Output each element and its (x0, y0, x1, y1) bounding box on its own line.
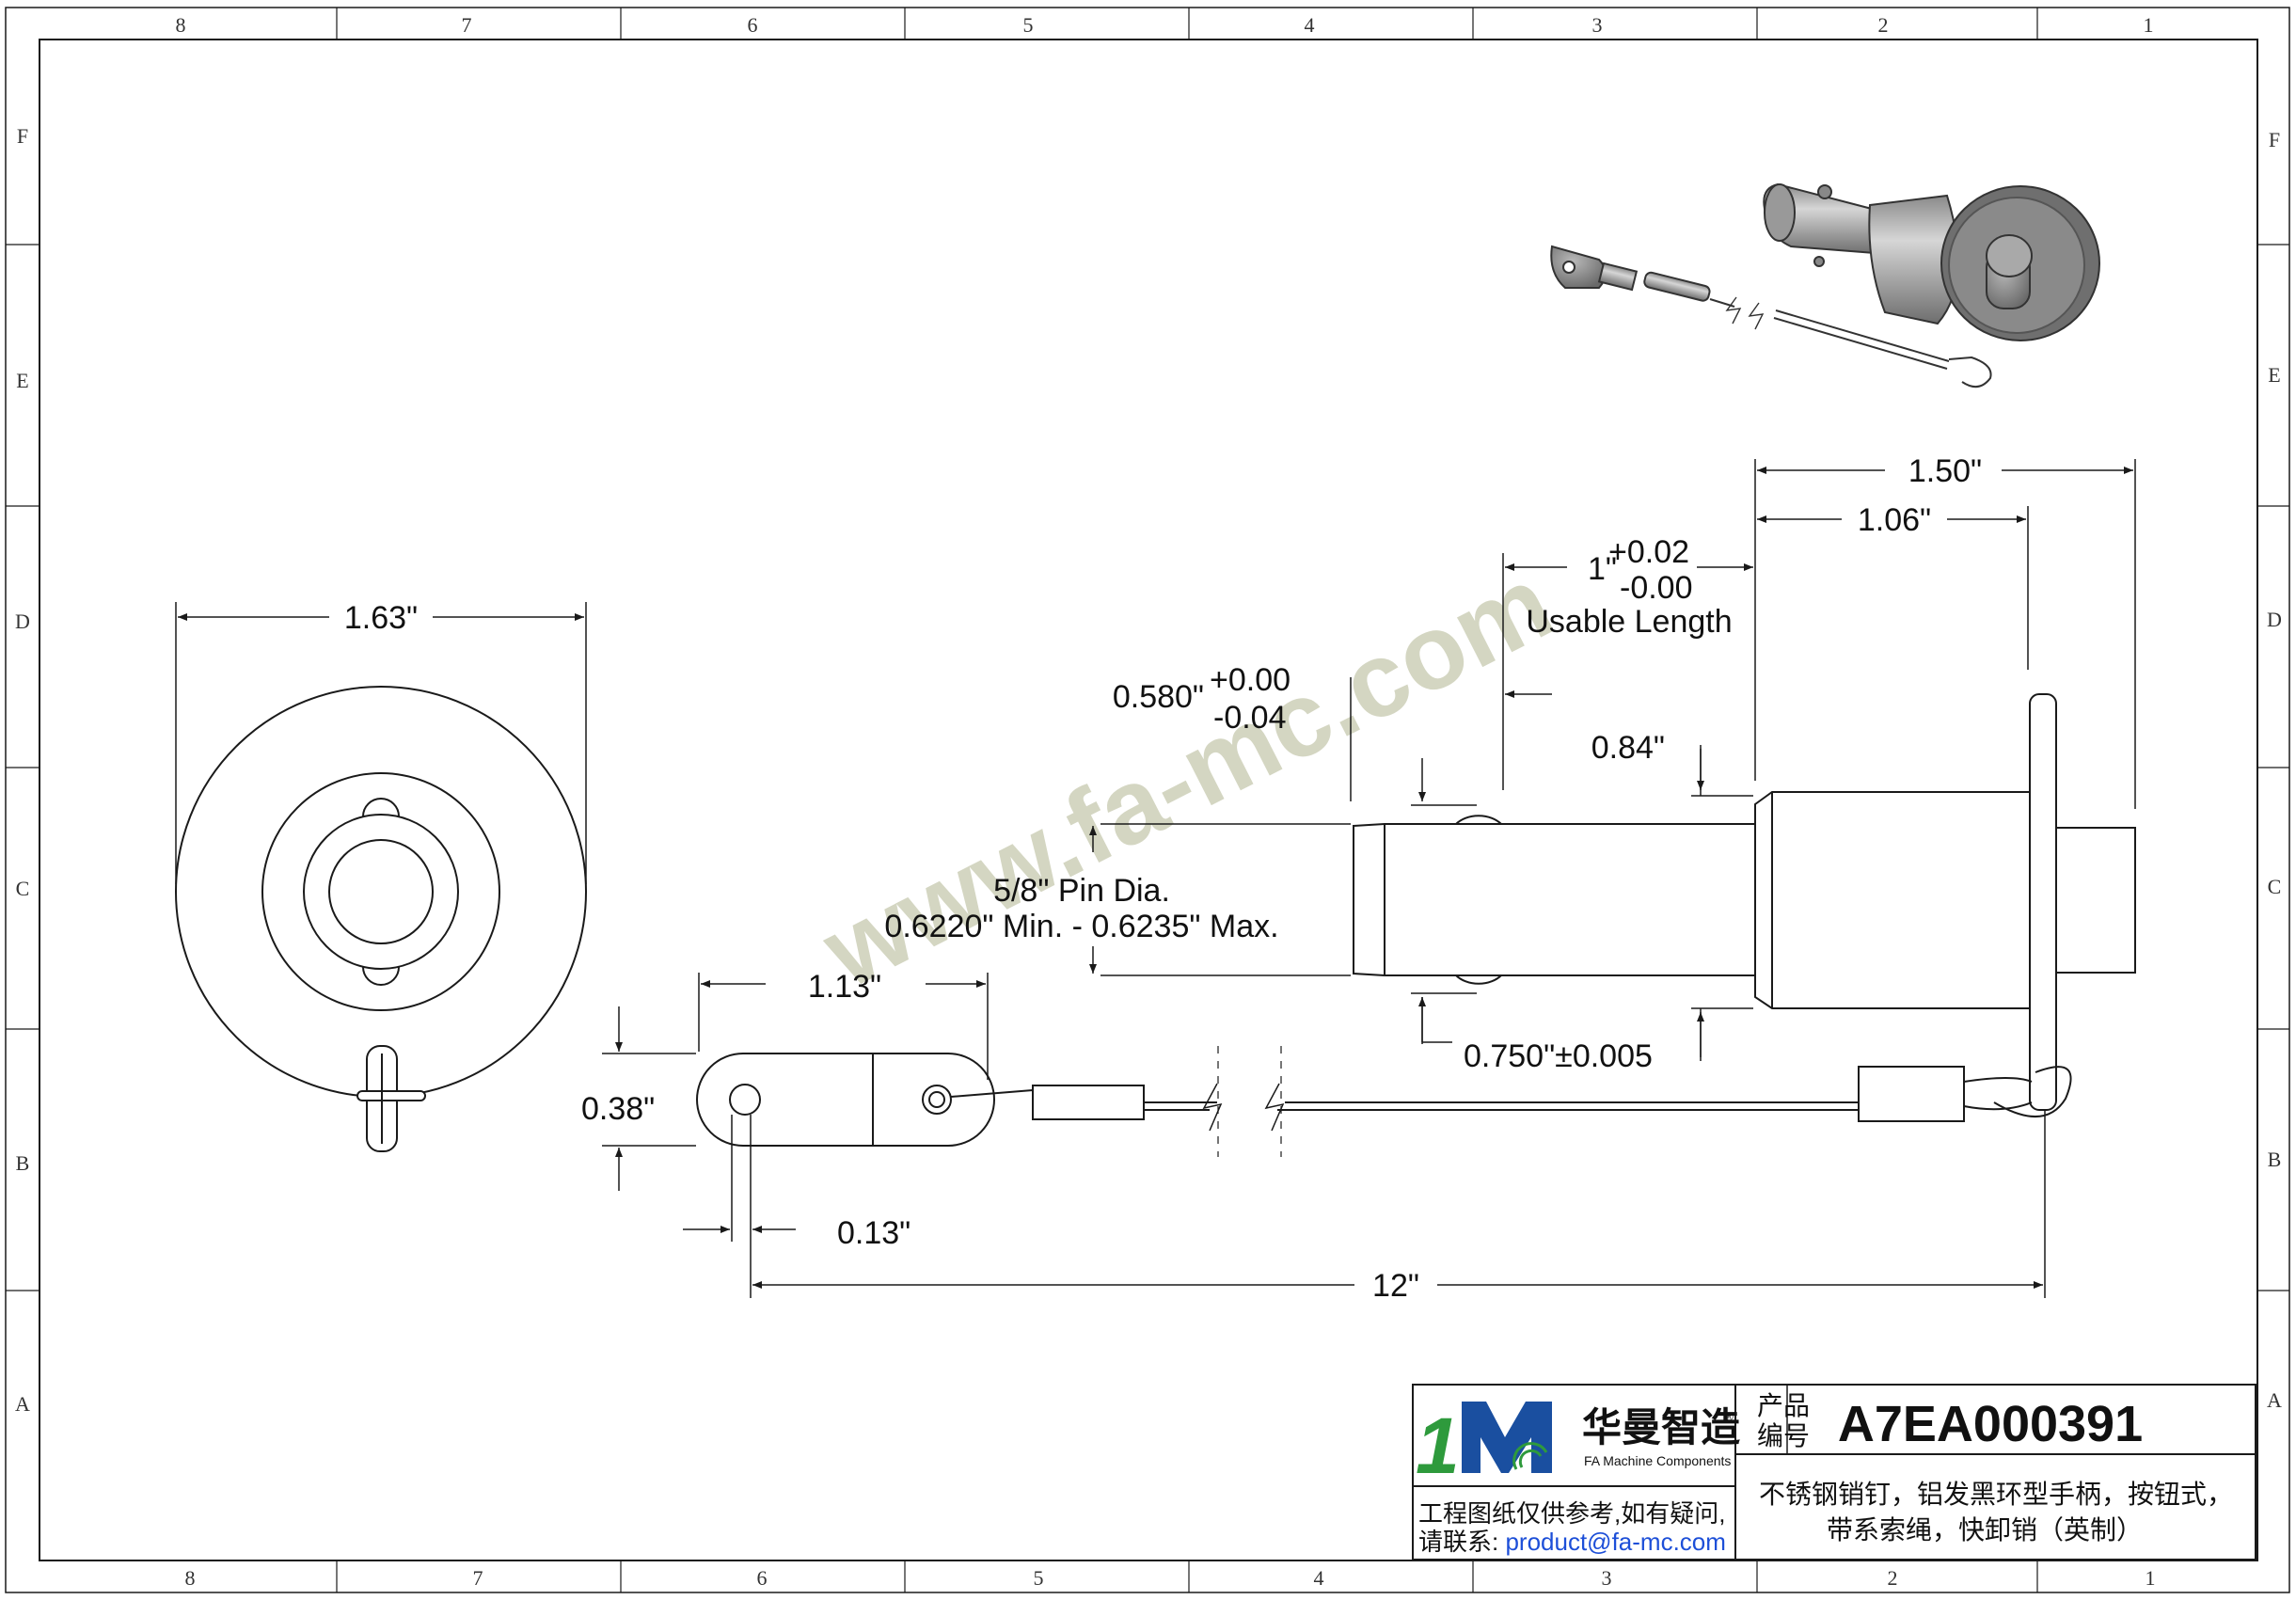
label-pin-dia-line1: 5/8" Pin Dia. (993, 873, 1170, 909)
registered-mark: ® (1725, 1410, 1734, 1423)
zone-row-left-F: F (17, 124, 28, 148)
zone-col-top-7: 7 (462, 13, 472, 37)
dim-lines-tab (602, 973, 2046, 1298)
notice-line-1: 工程图纸仅供参考,如有疑问, (1418, 1499, 1725, 1528)
label-usable-length-value: 1" (1588, 551, 1617, 587)
notice-contact-prefix: 请联系: (1418, 1528, 1505, 1556)
label-usable-length: Usable Length (1526, 604, 1732, 640)
zone-labels: 8 7 6 5 4 3 2 1 8 7 6 5 4 3 2 1 F E D C … (15, 13, 2282, 1590)
description-line-2: 带系索绳，快卸销（英制） (1827, 1515, 2143, 1545)
label-pin-dia-line2: 0.6220" Min. - 0.6235" Max. (884, 909, 1278, 944)
zone-col-top-2: 2 (1878, 13, 1889, 37)
dim-flange-dia (175, 602, 587, 884)
label-tab-length: 1.13" (808, 969, 881, 1005)
zone-row-right-A: A (2267, 1388, 2282, 1412)
detent-ball-top (1455, 815, 1502, 825)
crimp-ferrule-left (1032, 1085, 1145, 1120)
label-ball-dia: 0.750"±0.005 (1464, 1038, 1653, 1074)
zone-row-right-D: D (2267, 608, 2282, 631)
label-usable-tol-minus: -0.00 (1620, 570, 1693, 606)
zone-col-bottom-3: 3 (1602, 1566, 1612, 1590)
zone-col-top-8: 8 (176, 13, 186, 37)
cable-loop (1993, 1066, 2072, 1117)
zone-col-top-6: 6 (748, 13, 758, 37)
zone-col-bottom-1: 1 (2146, 1566, 2156, 1590)
pin-body (303, 814, 459, 970)
zone-col-top-5: 5 (1023, 13, 1034, 37)
zone-row-left-A: A (15, 1392, 30, 1416)
zone-row-right-C: C (2268, 875, 2282, 898)
zone-row-right-B: B (2268, 1148, 2282, 1171)
flange-outline (175, 686, 587, 1098)
zone-col-top-3: 3 (1592, 13, 1603, 37)
zone-row-right-F: F (2269, 128, 2280, 151)
zone-col-top-4: 4 (1305, 13, 1315, 37)
brand-name-cn: 华曼智造 (1582, 1405, 1740, 1450)
label-overall-length: 1.50" (1908, 453, 1982, 489)
zone-col-bottom-8: 8 (185, 1566, 196, 1590)
isometric-render (1550, 182, 2100, 388)
zone-row-left-D: D (15, 610, 30, 633)
flange-side (2029, 693, 2057, 1111)
dim-lines-top (1089, 459, 2136, 1061)
zone-col-top-1: 1 (2144, 13, 2154, 37)
zone-col-bottom-6: 6 (757, 1566, 768, 1590)
zone-row-right-E: E (2268, 363, 2280, 387)
drawing-frame (5, 7, 2290, 1593)
logo-mark-digit: 1 (1416, 1402, 1460, 1490)
lanyard-clip-end (356, 1045, 426, 1152)
company-logo: 1 华曼智造 ® FA Machine Components (1416, 1402, 1740, 1490)
label-groove-dia-value: 0.580" (1113, 679, 1204, 715)
zone-row-left-B: B (16, 1151, 30, 1175)
zone-col-bottom-4: 4 (1314, 1566, 1324, 1590)
product-number: A7EA000391 (1838, 1396, 2143, 1452)
lanyard-tab (696, 1053, 995, 1147)
label-lanyard-length: 12" (1372, 1268, 1419, 1304)
push-button (328, 839, 434, 944)
product-no-label-2: 编号 (1757, 1421, 1810, 1450)
product-no-label-1: 产品 (1757, 1391, 1810, 1420)
label-handle-length: 1.06" (1858, 502, 1931, 538)
label-tab-width: 0.38" (581, 1091, 655, 1127)
label-hole-dia: 0.13" (837, 1215, 910, 1251)
handle-body (1754, 791, 2031, 1009)
zone-col-bottom-2: 2 (1888, 1566, 1898, 1590)
button-side (2055, 827, 2136, 974)
zone-col-bottom-5: 5 (1034, 1566, 1044, 1590)
zone-row-left-C: C (16, 877, 30, 900)
logo-mark-m (1462, 1402, 1552, 1473)
end-view (175, 686, 587, 1152)
label-groove-tol-plus: +0.00 (1210, 662, 1291, 698)
crimp-ferrule-right (1858, 1066, 1965, 1122)
label-flange-dia: 1.63" (344, 600, 418, 636)
description-line-1: 不锈钢销钉，铝发黑环型手柄，按钮式， (1759, 1480, 2233, 1509)
contact-email[interactable]: product@fa-mc.com (1505, 1528, 1725, 1556)
pin-shank (1353, 823, 1756, 976)
brand-name-en: FA Machine Components (1584, 1453, 1731, 1468)
handle-ring (261, 772, 500, 1011)
detent-ball-bottom (1455, 974, 1502, 985)
lanyard-cable (950, 1046, 2033, 1157)
label-usable-tol-plus: +0.02 (1608, 534, 1689, 570)
title-block (1412, 1384, 2256, 1560)
ball-bottom (362, 966, 400, 986)
label-shoulder: 0.84" (1591, 730, 1665, 766)
zone-col-bottom-7: 7 (473, 1566, 483, 1590)
label-groove-tol-minus: -0.04 (1213, 700, 1287, 736)
notice-line-2: 请联系: product@fa-mc.com (1418, 1528, 1726, 1556)
side-view-pin (1353, 693, 2136, 1117)
ball-top (362, 798, 400, 817)
zone-row-left-E: E (16, 369, 28, 392)
